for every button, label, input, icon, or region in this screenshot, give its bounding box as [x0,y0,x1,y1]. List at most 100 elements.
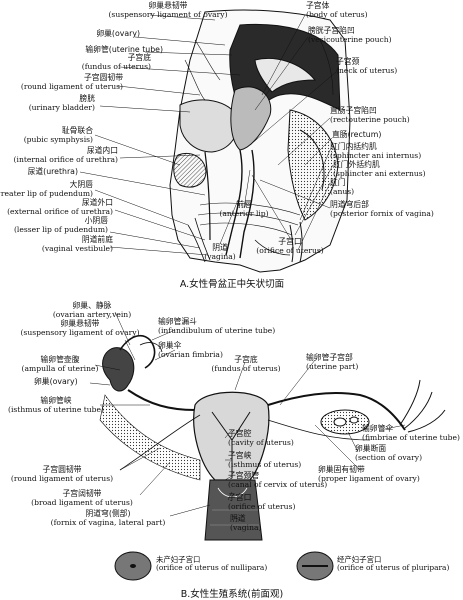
label-proper-ligament: 卵巢固有韧带 (proper ligament of ovary) [318,465,420,483]
label-cervix-pluripara: 经产妇子宫口 (orifice of uterus of pluripara) [337,555,449,573]
label-zh: 输卵管(uterine tube) [85,45,163,54]
label-zh: 输卵管漏斗 [158,317,197,326]
label-en: (uterine part) [306,361,359,371]
label-en: (vagina) [204,251,236,261]
label-zh: 输卵管伞 [362,424,394,433]
label-zh: 膀胱 [79,94,95,103]
label-infundibulum: 输卵管漏斗 (infundibulum of uterine tube) [158,317,275,335]
label-ovarian-fimbria: 卵巢伞 (ovarian fimbria) [158,341,223,359]
label-en: (orifice of uterus) [228,501,296,511]
label-zh: 子宫口 [228,493,252,502]
label-ovarian-artery: 卵巢、静脉 (ovarian artery,vein) [52,301,132,319]
label-zh: 卵巢悬韧带 [60,319,100,328]
label-pubic-symphysis: 耻骨联合 (pubic symphysis) [23,126,93,144]
label-en: (orifice of uterus) [256,245,324,255]
label-cavity: 子宫腔 (cavity of uterus) [228,429,294,447]
label-en: (ampulla of uterine) [21,363,99,373]
label-uterine-tube-a: 输卵管(uterine tube) [85,45,163,55]
label-zh: 子宫腔 [228,429,252,438]
label-en: (cavity of uterus) [228,437,294,447]
caption-panel-a: A.女性骨盆正中矢状切面 [179,279,285,290]
label-canal-cervix: 子宫颈管 (canal of cervix of uterus) [228,471,327,489]
label-en: (lesser lip of pudendum) [13,224,108,234]
label-zh: 阴道前庭 [81,235,113,244]
label-en: (sphincter ani internus) [330,150,422,160]
label-en: (pubic symphysis) [23,134,93,144]
label-zh: 输卵管壶腹 [40,355,80,364]
label-en: (orifice of uterus of nullipara) [156,563,268,573]
label-en: (fundus of uterus) [211,363,281,373]
label-ampulla: 输卵管壶腹 (ampulla of uterine) [21,355,99,373]
label-en: (body of uterus) [306,9,368,19]
label-en: (vagina) [230,522,262,532]
label-en: (proper ligament of ovary) [318,473,420,483]
label-vagina-b: 阴道 (vagina) [230,514,262,532]
label-en: (neck of uterus) [336,65,398,75]
label-en: (posterior fornix of vagina) [330,208,434,218]
label-zh: 子宫峡 [228,451,252,460]
sagittal-section-drawing [169,9,351,273]
label-urethra: 尿道(urethra) [28,167,78,177]
label-en: (suspensory ligament of ovary) [20,327,140,337]
label-rectouterine-pouch: 直肠子宫陷凹 (rectouterine pouch) [330,106,410,124]
label-zh: 卵巢固有韧带 [318,465,365,474]
label-broad-ligament: 子宫阔韧带 (broad ligament of uterus) [31,489,133,507]
label-zh: 卵巢、静脉 [72,301,112,310]
label-zh: 子宫圆韧带 [84,73,123,82]
label-zh: 子宫体 [306,1,330,10]
label-external-orifice-urethra: 尿道外口 (external orifice of urethra) [7,198,113,216]
label-en: (anterior lip) [219,208,269,218]
label-zh: 直肠(rectum) [332,130,382,139]
frontal-view-drawing [99,334,446,541]
label-round-ligament-b: 子宫圆韧带 (round ligament of uterus) [10,465,114,483]
label-zh: 子宫圆韧带 [42,465,82,474]
label-fimbriae-tube: 输卵管伞 (fimbriae of uterine tube) [362,424,460,442]
label-en: (anus) [330,186,355,196]
label-anus: 肛门 (anus) [330,178,355,196]
label-zh: 尿道内口 [86,146,118,155]
label-zh: 耻骨联合 [61,126,93,135]
label-zh: 阴道 [212,243,228,252]
label-sphincter-externus: 肛门外括约肌 (sphincter ani externus) [333,160,426,178]
label-neck-of-uterus: 子宫颈 (neck of uterus) [336,57,398,75]
label-zh: 子宫颈 [336,57,360,66]
label-zh: 直肠子宫陷凹 [330,106,377,115]
label-section-ovary: 卵巢断面 (section of ovary) [355,444,423,462]
label-en: (internal orifice of urethra) [13,154,118,164]
label-isthmus-uterus: 子宫峡 (isthmus of uterus) [228,451,301,469]
label-zh: 卵巢伞 [158,341,182,350]
label-isthmus-tube: 输卵管峡 (isthmus of uterine tube) [8,396,104,414]
label-en: (urinary bladder) [28,102,95,112]
label-vagina-a: 阴道 (vagina) [204,243,236,261]
label-ovary-a: 卵巢(ovary) [96,29,140,39]
label-zh: 输卵管子宫部 [306,353,353,362]
label-zh: 卵巢(ovary) [34,377,78,386]
label-zh: 肛门外括约肌 [333,160,380,169]
label-vaginal-vestibule: 阴道前庭 (vaginal vestibule) [42,235,113,253]
label-en: (rectouterine pouch) [330,114,410,124]
label-ovary-b: 卵巢(ovary) [34,377,78,387]
label-en: (vesicouterine pouch) [308,34,392,44]
label-en: (ovarian fimbria) [158,349,223,359]
label-zh: 子宫阔韧带 [62,489,102,498]
label-zh: 阴道穹(侧部) [85,509,131,518]
label-zh: 肛门 [330,178,346,187]
label-zh: 肛门内括约肌 [330,142,377,151]
label-en: (suspensory ligament of ovary) [108,9,228,19]
label-en: (external orifice of urethra) [7,206,113,216]
label-round-ligament-a: 子宫圆韧带 (round ligament of uterus) [21,73,123,91]
label-en: (fundus of uterus) [81,61,151,71]
label-en: (round ligament of uterus) [10,473,114,483]
label-en: (section of ovary) [355,452,423,462]
label-en: (fornix of vagina, lateral part) [50,517,166,527]
label-zh: 大阴唇 [69,180,93,189]
label-orifice-b: 子宫口 (orifice of uterus) [228,493,296,511]
label-en: (ovarian artery,vein) [52,309,132,319]
panel-a-leader-lines [79,14,337,256]
label-zh: 卵巢悬韧带 [148,1,188,10]
label-posterior-fornix: 阴道穹后部 (posterior fornix of vagina) [330,200,434,218]
label-zh: 未产妇子宫口 [156,555,201,564]
label-zh: 前唇 [236,200,252,209]
